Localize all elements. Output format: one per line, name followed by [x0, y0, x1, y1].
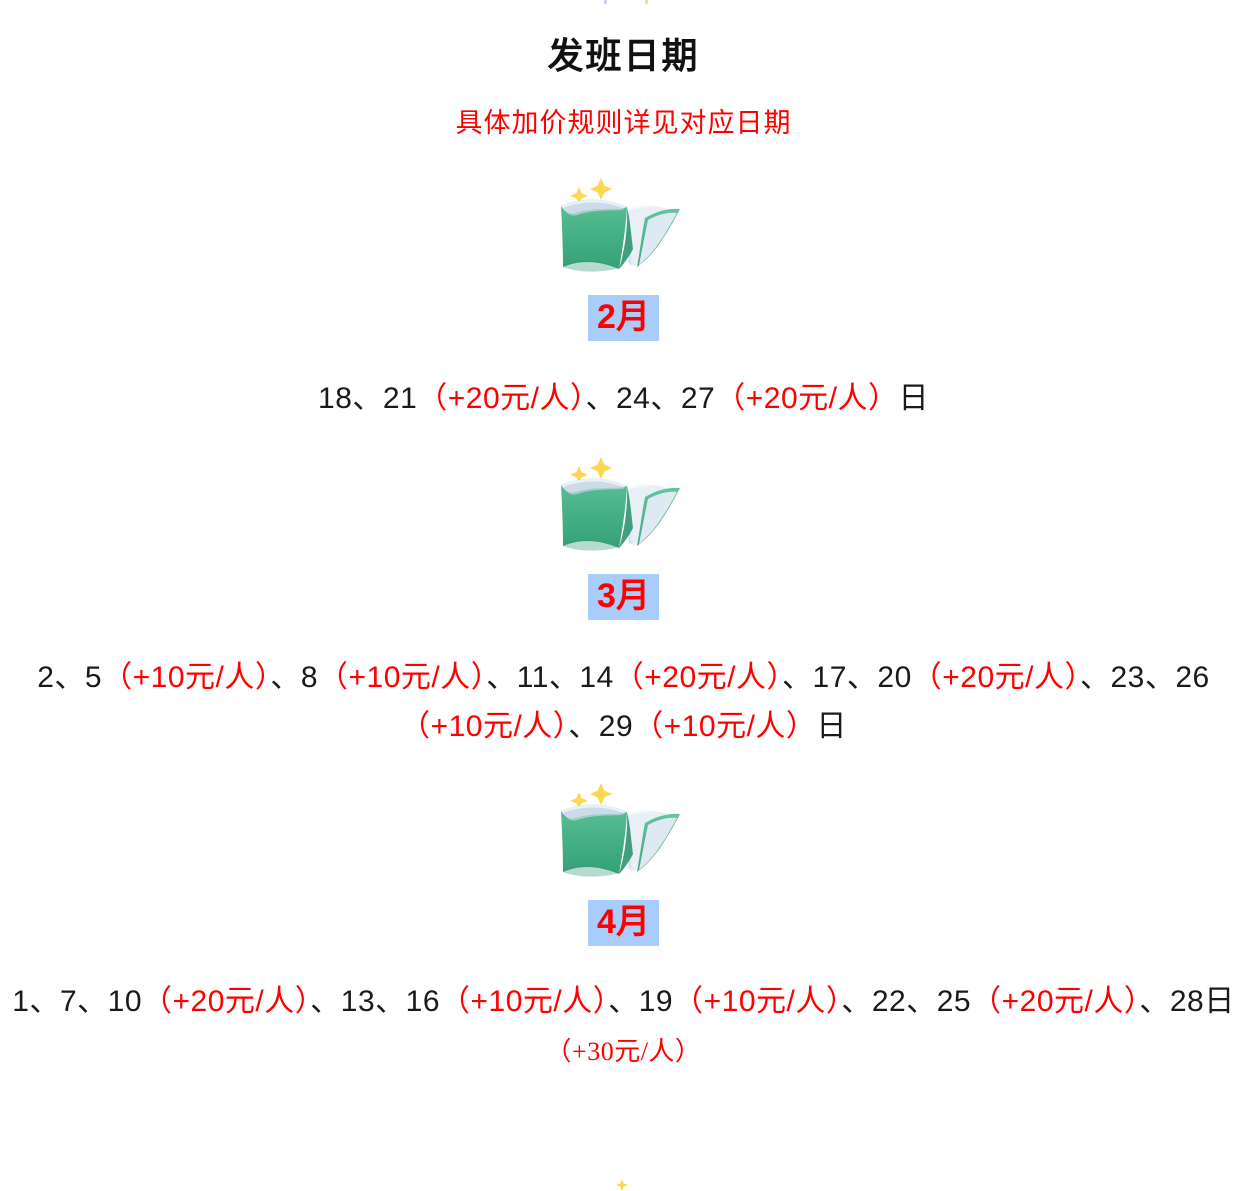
- month-badge-march: 3月: [588, 574, 659, 621]
- month-badge-february: 2月: [588, 294, 659, 342]
- month-block-april: 4月 1、7、10（+20元/人）、13、16（+10元/人）、19（+10元/…: [0, 778, 1247, 1076]
- apr-dates-part-1: 1、7、10: [12, 985, 143, 1019]
- february-dates-line: 18、21（+20元/人）、24、27（+20元/人）日: [0, 375, 1247, 424]
- february-badge-row: 2月: [0, 294, 1247, 342]
- apr-dates-part-5: 、28日: [1139, 985, 1235, 1019]
- mar-dates-part-4: 、17、20: [782, 661, 912, 695]
- mar-surcharge-6: （+10元/人）: [633, 710, 817, 744]
- mar-surcharge-5: （+10元/人）: [400, 710, 569, 744]
- bottom-cutoff-sparkle-icon: [615, 1177, 629, 1191]
- sparkles-icon: [569, 782, 612, 810]
- apr-surcharge-1: （+20元/人）: [142, 985, 311, 1019]
- page-subtitle: 具体加价规则详见对应日期: [455, 108, 792, 139]
- feb-dates-part-1: 18、21: [318, 382, 418, 416]
- mar-dates-part-3: 、11、14: [486, 661, 614, 695]
- march-dates-line: 2、5（+10元/人）、8（+10元/人）、11、14（+20元/人）、17、2…: [0, 654, 1247, 751]
- month-badge-april: 4月: [588, 899, 659, 947]
- apr-dates-part-2: 、13、16: [310, 985, 441, 1019]
- apr-surcharge-4: （+20元/人）: [971, 985, 1140, 1019]
- mar-surcharge-2: （+10元/人）: [318, 661, 487, 695]
- green-book-emoji: [549, 778, 699, 898]
- mar-dates-suffix: 日: [816, 710, 847, 744]
- sparkles-icon: [569, 177, 612, 205]
- top-cutoff-sparkle-remnant: [0, 0, 1247, 6]
- mar-surcharge-4: （+20元/人）: [911, 661, 1080, 695]
- march-badge-row: 3月: [0, 574, 1247, 621]
- mar-dates-part-6: 、29: [568, 710, 634, 744]
- green-book-emoji: [549, 173, 699, 293]
- page-title: 发班日期: [547, 35, 700, 76]
- april-badge-row: 4月: [0, 899, 1247, 947]
- month-block-march: 3月 2、5（+10元/人）、8（+10元/人）、11、14（+20元/人）、1…: [0, 452, 1247, 752]
- feb-dates-part-2: 、24、27: [585, 382, 716, 416]
- april-dates-line: 1、7、10（+20元/人）、13、16（+10元/人）、19（+10元/人）、…: [0, 978, 1247, 1075]
- march-emoji-row: [0, 452, 1247, 572]
- sparkle-remnant-dot: [604, 0, 607, 4]
- mar-dates-part-1: 2、5: [37, 661, 103, 695]
- february-emoji-row: [0, 173, 1247, 293]
- feb-dates-suffix: 日: [898, 382, 929, 416]
- apr-dates-part-4: 、22、25: [841, 985, 972, 1019]
- mar-dates-part-5: 、23、26: [1080, 661, 1210, 695]
- apr-surcharge-3: （+10元/人）: [673, 985, 842, 1019]
- apr-surcharge-2: （+10元/人）: [440, 985, 609, 1019]
- sparkle-remnant-dot: [645, 0, 648, 4]
- month-block-february: 2月 18、21（+20元/人）、24、27（+20元/人）日: [0, 173, 1247, 424]
- feb-surcharge-2: （+20元/人）: [715, 382, 899, 416]
- apr-surcharge-5: （+30元/人）: [545, 1036, 702, 1066]
- sparkles-icon: [569, 457, 612, 484]
- mar-dates-part-2: 、8: [270, 661, 319, 695]
- feb-surcharge-1: （+20元/人）: [417, 382, 586, 416]
- mar-surcharge-1: （+10元/人）: [102, 661, 271, 695]
- apr-dates-part-3: 、19: [608, 985, 674, 1019]
- green-book-emoji: [549, 452, 699, 572]
- mar-surcharge-3: （+20元/人）: [613, 661, 783, 695]
- april-emoji-row: [0, 778, 1247, 898]
